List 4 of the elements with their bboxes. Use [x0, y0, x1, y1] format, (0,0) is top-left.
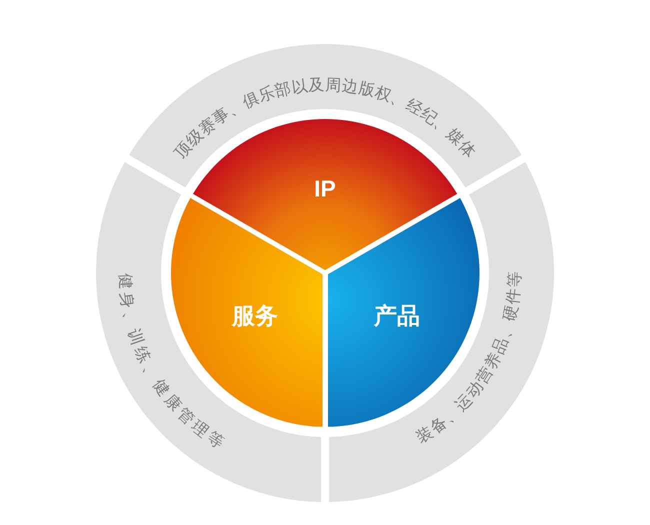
ring-label: 健身、训练、健康管理等 — [116, 272, 230, 454]
slice-label: 服务 — [232, 304, 278, 328]
slice-label: IP — [314, 177, 336, 200]
ring-label: 顶级赛事、俱乐部以及周边版权、经纪、媒体 — [171, 76, 479, 162]
